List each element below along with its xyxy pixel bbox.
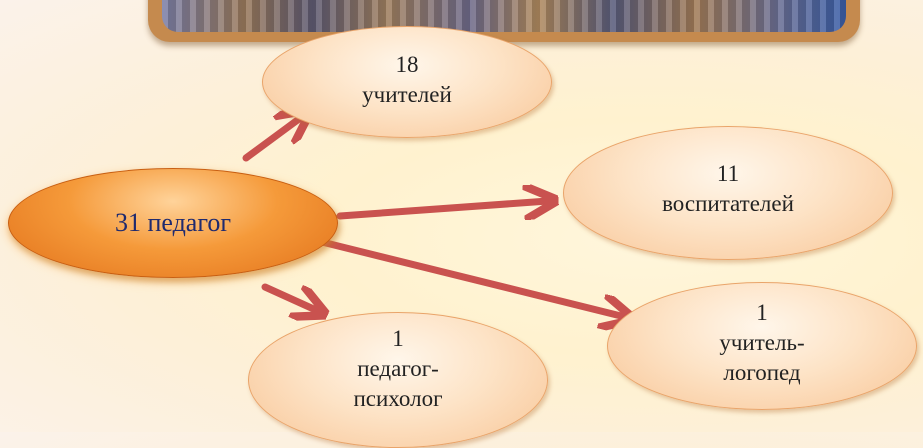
node-psychologist-label-1: педагог- <box>357 356 439 381</box>
arrow-to-educators <box>336 201 548 216</box>
node-teachers-count: 18 <box>395 52 419 77</box>
node-psychologist-count: 1 <box>392 326 404 351</box>
node-psychologist: 1 педагог- психолог <box>248 312 548 448</box>
node-educators-count: 11 <box>716 161 740 186</box>
staff-group-photo <box>162 0 846 32</box>
node-speech-therapist-label-2: логопед <box>723 360 801 385</box>
arrow-layer <box>242 0 923 432</box>
node-speech-therapist-count: 1 <box>756 300 768 325</box>
node-speech-therapist-label-1: учитель- <box>719 330 805 355</box>
header-photo-frame <box>148 0 860 42</box>
arrow-to-speech-therapist <box>318 238 625 317</box>
arrow-to-teachers <box>242 116 303 162</box>
node-total-teachers: 31 педагог <box>8 168 338 278</box>
node-speech-therapist: 1 учитель- логопед <box>607 282 917 410</box>
node-educators-label: воспитателей <box>662 191 794 216</box>
node-teachers-label: учителей <box>362 82 452 107</box>
node-total-label: 31 педагог <box>114 208 232 237</box>
arrow-to-psychologist <box>261 283 318 311</box>
node-educators: 11 воспитателей <box>563 126 893 260</box>
node-psychologist-label-2: психолог <box>353 386 443 411</box>
node-teachers: 18 учителей <box>262 26 552 138</box>
